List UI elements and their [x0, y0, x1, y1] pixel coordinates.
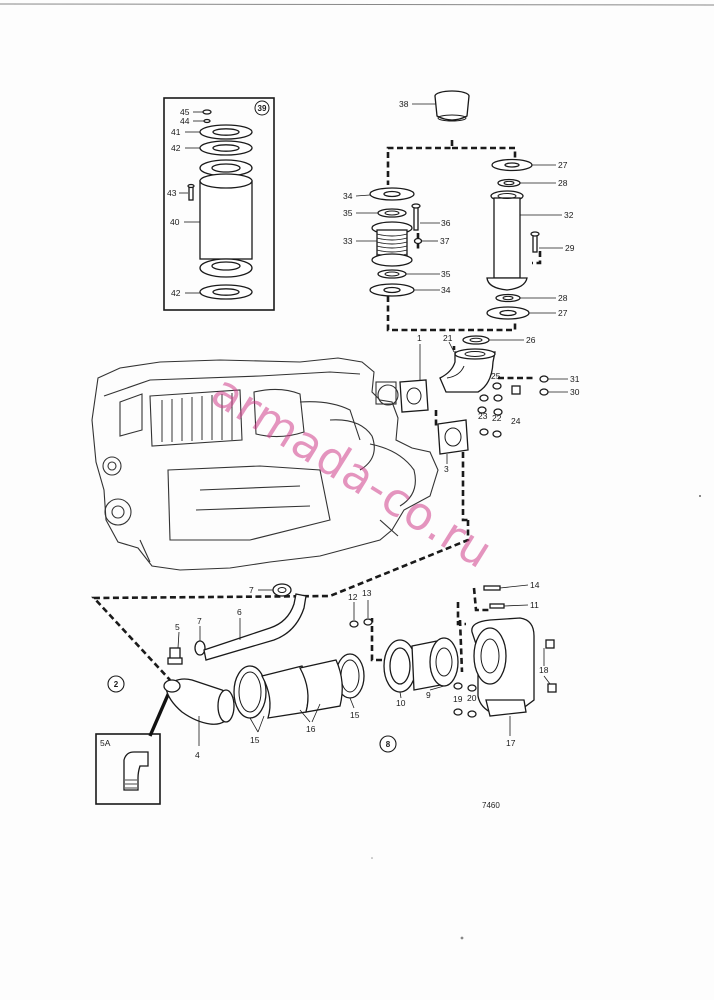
- part-label: 15: [250, 735, 260, 745]
- part-label: 43: [167, 188, 177, 198]
- part-label: 42: [171, 143, 181, 153]
- scan-edge: [0, 3, 714, 6]
- part-label: 3: [444, 464, 449, 474]
- inset-id-circle: [254, 100, 270, 116]
- gasket-ring: [497, 178, 521, 188]
- part-label: 27: [558, 308, 568, 318]
- detail-pointer: [148, 689, 172, 737]
- gasket-ring: [462, 335, 490, 345]
- part-label: 29: [565, 243, 575, 253]
- part-label: 41: [171, 127, 181, 137]
- inset-box: 39 45 44 41 42 43 40: [163, 97, 275, 311]
- part-label: 13: [362, 588, 372, 598]
- ref-circle: [107, 675, 125, 693]
- part-label: 15: [350, 710, 360, 720]
- part-label: 20: [467, 693, 477, 703]
- exhaust-elbow-group: 1 21 26 25 31 30 23 22 24 3: [399, 333, 580, 522]
- part-label: 33: [343, 236, 353, 246]
- part-label: 32: [564, 210, 574, 220]
- engine-illustration: [91, 357, 439, 571]
- gasket: [399, 379, 429, 413]
- bolt: [413, 205, 419, 231]
- part-label: 28: [558, 293, 568, 303]
- part-label: 10: [396, 698, 406, 708]
- elbow-fitting: [123, 751, 149, 791]
- part-label: 34: [441, 285, 451, 295]
- part-label: 1: [417, 333, 422, 343]
- part-label: 9: [426, 690, 431, 700]
- part-label: 40: [170, 217, 180, 227]
- ref-circle-label: 2: [114, 680, 119, 689]
- rubber-hose: [299, 659, 343, 713]
- part-label: 45: [180, 107, 190, 117]
- flange-plate: [437, 419, 469, 455]
- part-label: 22: [492, 413, 502, 423]
- part-label: 24: [511, 416, 521, 426]
- flex-pipe: [199, 180, 253, 260]
- part-label: 16: [306, 724, 316, 734]
- part-label: 23: [478, 411, 488, 421]
- part-label: 12: [348, 592, 358, 602]
- water-hose: [203, 593, 307, 661]
- lower-exhaust-assembly: 5A 2 8: [91, 520, 557, 805]
- ref-circle-label: 8: [386, 740, 391, 749]
- part-label: 37: [440, 236, 450, 246]
- part-label: 6: [237, 607, 242, 617]
- nut: [413, 237, 423, 245]
- part-label: 27: [558, 160, 568, 170]
- drawing-number: 7460: [482, 801, 500, 810]
- part-label: 19: [453, 694, 463, 704]
- gasket-ring: [377, 208, 407, 218]
- detail-box: [95, 733, 161, 805]
- part-label: 26: [526, 335, 536, 345]
- part-label: 35: [343, 208, 353, 218]
- part-label: 21: [443, 333, 453, 343]
- upper-exhaust-stack: 38: [343, 90, 575, 332]
- part-label: 7: [197, 616, 202, 626]
- part-label: 25: [491, 371, 501, 381]
- exhaust-elbow: [439, 351, 496, 393]
- part-label: 42: [171, 288, 181, 298]
- bolt: [532, 233, 538, 253]
- inset-id: 39: [258, 104, 267, 113]
- part-label: 30: [570, 387, 580, 397]
- part-label: 11: [530, 600, 539, 610]
- rubber-hose: [261, 665, 309, 719]
- hose-clamp: [194, 640, 206, 656]
- part-label: 14: [530, 580, 540, 590]
- ref-circle: [379, 735, 397, 753]
- part-label: 7: [249, 585, 254, 595]
- part-label: 4: [195, 750, 200, 760]
- washer-small: [203, 118, 211, 124]
- part-label: 31: [570, 374, 580, 384]
- detail-box-label: 5A: [100, 738, 111, 748]
- nut: [202, 109, 212, 115]
- part-label: 5: [175, 622, 180, 632]
- part-label: 35: [441, 269, 451, 279]
- part-label: 34: [343, 191, 353, 201]
- part-label: 28: [558, 178, 568, 188]
- part-label: 17: [506, 738, 516, 748]
- part-label: 38: [399, 99, 409, 109]
- part-label: 36: [441, 218, 451, 228]
- part-label: 44: [180, 116, 190, 126]
- part-label: 18: [539, 665, 549, 675]
